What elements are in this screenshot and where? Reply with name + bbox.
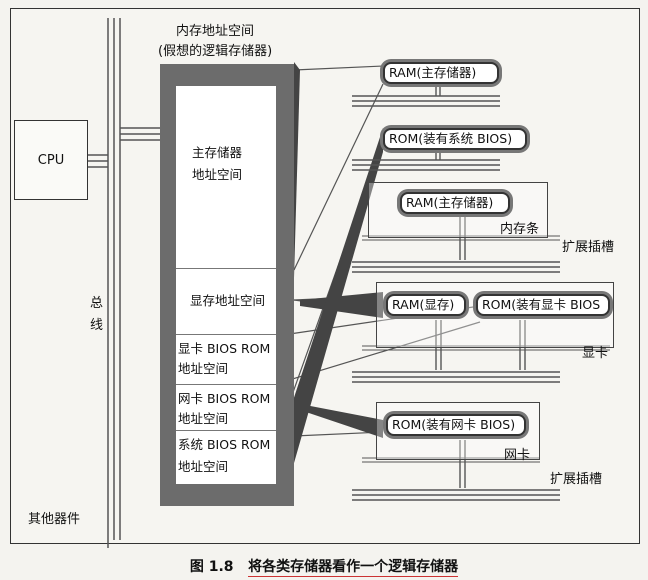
network-card-label: 网卡 bbox=[504, 448, 531, 463]
sys-bios-section-2: 地址空间 bbox=[178, 459, 229, 474]
vram-section: 显存地址空间 bbox=[190, 293, 266, 308]
figure-number: 图 1.8 bbox=[189, 559, 234, 575]
mem-space-subtitle: (假想的逻辑存储器) bbox=[158, 44, 273, 59]
nic-bios-section-2: 地址空间 bbox=[178, 411, 229, 426]
graphics-card-label: 显卡 bbox=[582, 346, 609, 361]
ram-main-chip: RAM(主存储器) bbox=[383, 62, 499, 84]
rom-system-bios-chip: ROM(装有系统 BIOS) bbox=[383, 128, 527, 150]
expansion-slot-label-1: 扩展插槽 bbox=[562, 240, 615, 255]
cpu-box: CPU bbox=[14, 120, 88, 200]
section-divider bbox=[176, 430, 276, 431]
main-memory-section-1: 主存储器 bbox=[192, 145, 243, 160]
bus-label-1: 总 bbox=[90, 296, 104, 311]
nic-bios-section-1: 网卡 BIOS ROM bbox=[178, 391, 271, 406]
sys-bios-section-1: 系统 BIOS ROM bbox=[178, 437, 271, 452]
section-divider bbox=[176, 334, 276, 335]
rom-nic-bios-chip: ROM(装有网卡 BIOS) bbox=[386, 414, 526, 436]
vram-chip: RAM(显存) bbox=[386, 294, 466, 316]
ram-stick-chip: RAM(主存储器) bbox=[400, 192, 510, 214]
logical-memory-map bbox=[176, 86, 276, 484]
memory-stick-label: 内存条 bbox=[500, 222, 540, 237]
mem-space-title: 内存地址空间 bbox=[176, 24, 255, 39]
other-devices-label: 其他器件 bbox=[28, 512, 81, 527]
section-divider bbox=[176, 384, 276, 385]
figure-title: 将各类存储器看作一个逻辑存储器 bbox=[248, 556, 459, 577]
vga-bios-section-2: 地址空间 bbox=[178, 361, 229, 376]
expansion-slot-label-2: 扩展插槽 bbox=[550, 472, 603, 487]
diagram-frame bbox=[10, 8, 640, 544]
vga-bios-section-1: 显卡 BIOS ROM bbox=[178, 341, 271, 356]
rom-vga-bios-chip: ROM(装有显卡 BIOS bbox=[476, 294, 610, 316]
section-divider bbox=[176, 268, 276, 269]
figure-caption: 图 1.8 将各类存储器看作一个逻辑存储器 bbox=[0, 556, 648, 577]
bus-label-2: 线 bbox=[90, 318, 104, 333]
cpu-label: CPU bbox=[37, 152, 65, 168]
main-memory-section-2: 地址空间 bbox=[192, 167, 243, 182]
